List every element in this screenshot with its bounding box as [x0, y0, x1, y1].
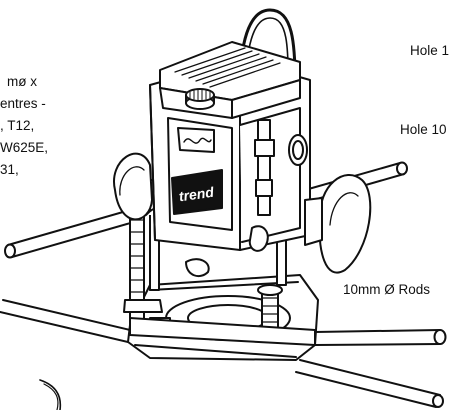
speed-dial — [185, 88, 215, 110]
motor-housing — [149, 41, 311, 251]
depth-adjuster — [254, 119, 275, 216]
description-line-5: 31, — [0, 162, 19, 177]
side-knob — [288, 134, 308, 166]
fine-adjuster — [257, 284, 283, 331]
wave-symbol-plate — [177, 127, 215, 153]
guide-rod-front — [0, 299, 447, 408]
rods-label: 10mm Ø Rods — [343, 282, 431, 297]
hole-mid-label: Hole 10 — [400, 122, 447, 137]
description-line-4: W625E, — [0, 140, 49, 155]
handle-right — [304, 174, 372, 274]
trend-logo-badge — [171, 169, 223, 215]
description-line-2: entres - — [0, 96, 46, 111]
hole-top-label: Hole 1 — [410, 43, 450, 58]
cord-hook — [39, 379, 62, 410]
handle-left — [113, 152, 153, 221]
rod-clamp-bar — [129, 317, 316, 346]
description-line-1: mø x — [7, 74, 37, 89]
plunge-lock-lever — [185, 225, 269, 278]
trend-logo-text: trend — [178, 184, 215, 205]
description-line-3: , T12, — [0, 118, 35, 133]
